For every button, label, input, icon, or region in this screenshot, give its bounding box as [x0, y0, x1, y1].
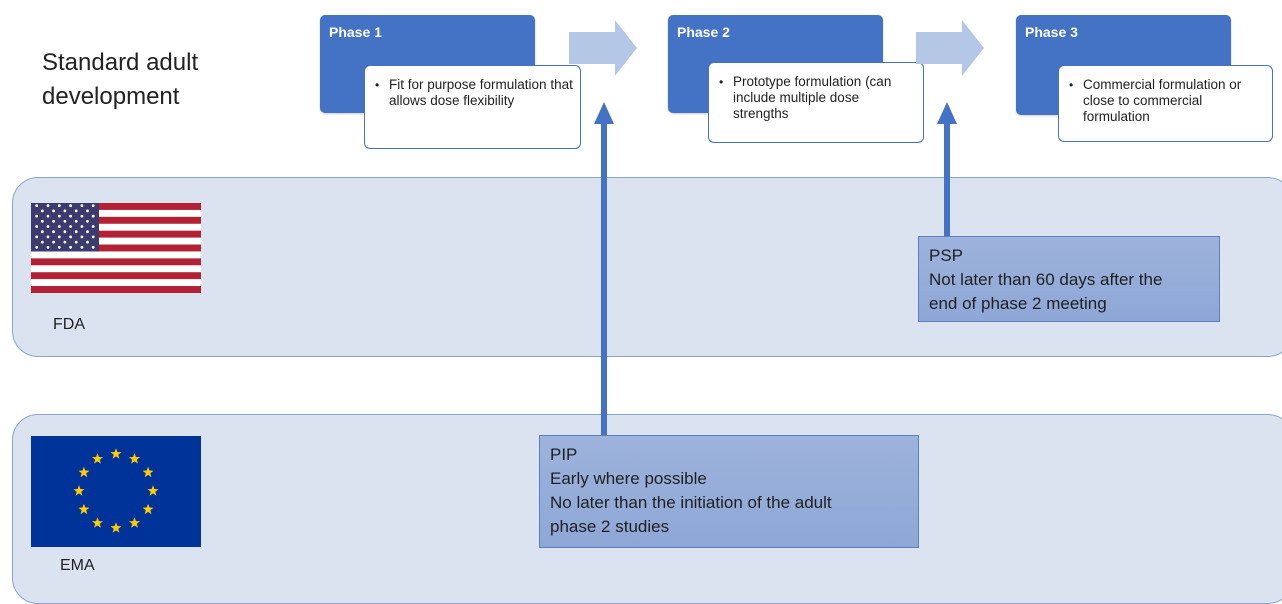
psp-line-2: end of phase 2 meeting [929, 294, 1107, 313]
pip-line-3: phase 2 studies [550, 517, 670, 536]
pip-info-box: PIP Early where possible No later than t… [539, 435, 919, 548]
eu-star [142, 466, 154, 478]
bullet-icon: • [719, 75, 724, 89]
eu-star [142, 503, 154, 515]
pip-line-1: Early where possible [550, 469, 707, 488]
title-line-1: Standard adult [42, 49, 199, 76]
page-title: Standard adult development [42, 46, 292, 114]
us-flag-icon [31, 203, 201, 293]
phase-2-note-text: Prototype formulation (can include multi… [733, 74, 892, 121]
eu-star [78, 466, 90, 478]
phase-1-note-text: Fit for purpose formulation that allows … [389, 77, 573, 108]
phase-1-note: • Fit for purpose formulation that allow… [364, 65, 581, 149]
eu-star [91, 517, 104, 528]
eu-star [128, 517, 141, 528]
phase-3-note-text: Commercial formulation or close to comme… [1083, 77, 1242, 124]
eu-star [110, 448, 122, 459]
ema-label: EMA [60, 557, 95, 574]
eu-star [91, 453, 104, 464]
phase-2-note: • Prototype formulation (can include mul… [708, 62, 924, 143]
bullet-icon: • [375, 78, 380, 92]
pip-title: PIP [550, 445, 578, 464]
process-arrow-2 [916, 20, 984, 76]
phase-1-label: Phase 1 [329, 24, 382, 40]
eu-star [147, 485, 159, 496]
eu-star [73, 485, 85, 496]
pip-line-2: No later than the initiation of the adul… [550, 493, 832, 512]
phase-2-label: Phase 2 [677, 24, 730, 40]
title-line-2: development [42, 83, 180, 110]
fda-label: FDA [53, 316, 85, 333]
phase-3-note: • Commercial formulation or close to com… [1058, 65, 1273, 142]
eu-star [110, 522, 122, 533]
psp-title: PSP [929, 246, 964, 265]
eu-star [128, 453, 141, 464]
psp-info-box: PSP Not later than 60 days after the end… [918, 236, 1220, 322]
psp-line-1: Not later than 60 days after the [929, 270, 1163, 289]
eu-flag-icon [31, 436, 201, 547]
phase-3-label: Phase 3 [1025, 24, 1078, 40]
eu-star [78, 503, 90, 515]
bullet-icon: • [1069, 78, 1074, 92]
